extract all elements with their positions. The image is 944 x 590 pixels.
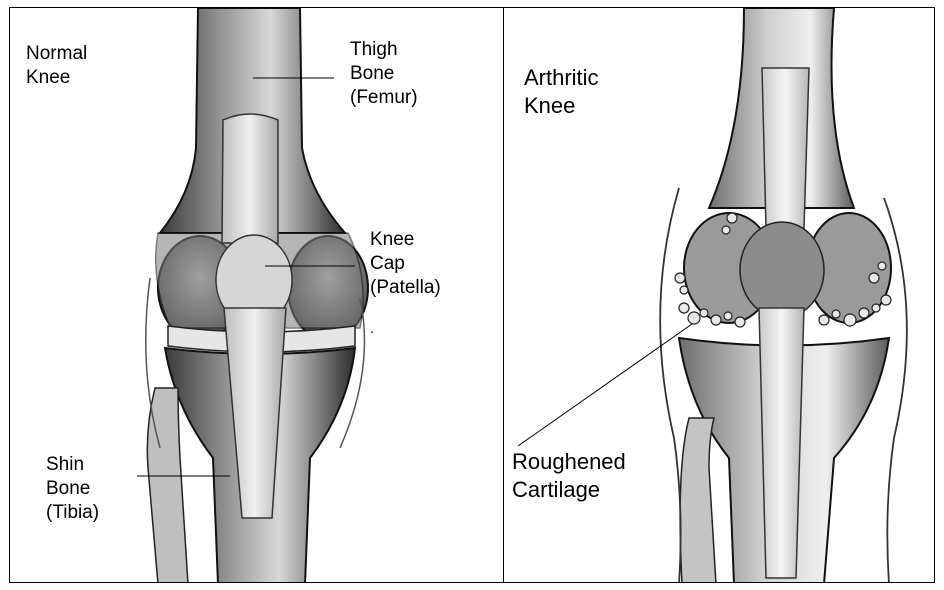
arthritic-patella bbox=[740, 222, 824, 318]
arthritic-knee-panel: Arthritic Knee Roughened Cartilage bbox=[503, 7, 935, 583]
normal-knee-title: Normal Knee bbox=[26, 42, 87, 90]
shin-bone-label: Shin Bone (Tibia) bbox=[46, 453, 99, 525]
thigh-bone-label: Thigh Bone (Femur) bbox=[350, 38, 418, 110]
quadriceps-tendon bbox=[222, 114, 278, 243]
arthritic-knee-title: Arthritic Knee bbox=[524, 64, 599, 120]
normal-knee-panel: . Normal Knee Thigh Bone (Femur) Knee Ca… bbox=[9, 7, 504, 583]
roughened-cartilage-label: Roughened Cartilage bbox=[512, 448, 626, 504]
svg-text:.: . bbox=[370, 320, 374, 336]
knee-cap-label: Knee Cap (Patella) bbox=[370, 228, 441, 300]
